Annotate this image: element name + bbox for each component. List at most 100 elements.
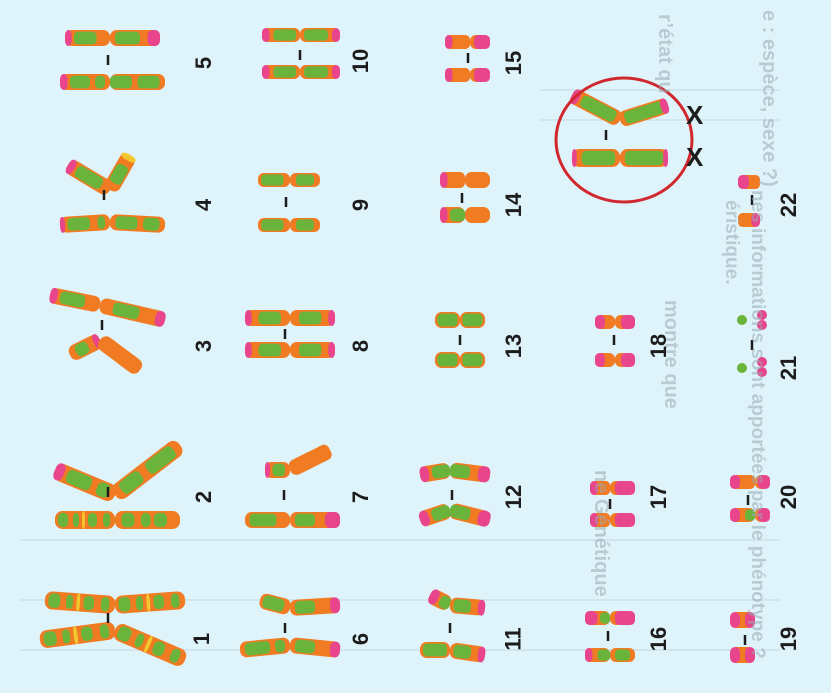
chromosome-label-18: 18 (646, 333, 672, 359)
chromatid (258, 173, 290, 187)
sex-chromosome-label-x2: X (686, 142, 704, 172)
chromatid (435, 352, 460, 368)
chromatid-band (328, 342, 335, 358)
chromatid-body (262, 65, 300, 79)
chromatid-band (245, 342, 252, 358)
chromatid-band (62, 629, 71, 644)
chromatid-band (147, 30, 160, 46)
chromatid-band (115, 216, 138, 230)
chromatid-band (730, 508, 740, 522)
chromatid-band (249, 513, 277, 527)
chromosome-label-9: 9 (348, 198, 374, 212)
chromatid-band (262, 65, 270, 79)
chromosome-16 (585, 611, 635, 662)
chromatid-body (113, 624, 187, 666)
chromatid-band (745, 612, 755, 628)
bleed-text-1: e : espèce, sexe ?) (758, 10, 780, 187)
chromatid-body (470, 35, 490, 49)
chromatid (610, 648, 635, 662)
chromatid-band (477, 599, 486, 616)
chromosome-8 (245, 310, 335, 358)
chromatid-band (145, 446, 176, 474)
chromosome-label-14: 14 (501, 192, 527, 218)
chromatid-body (445, 35, 470, 49)
chromatid-dot (757, 357, 767, 367)
chromatid-band (115, 31, 140, 45)
chromatid-body (610, 611, 635, 625)
chromosome-label-3: 3 (191, 339, 217, 353)
chromatid (419, 463, 451, 483)
chromatid-body (115, 511, 180, 529)
chromatid-band (730, 647, 740, 663)
chromatid-body (465, 172, 490, 188)
bleed-text-4: éristique. (721, 200, 742, 285)
chromatid (49, 287, 101, 312)
chromatid (610, 513, 635, 527)
chromatid-band (70, 75, 90, 89)
chromatid-band (144, 635, 153, 653)
chromatid-body (288, 444, 332, 475)
chromatid-band (135, 596, 144, 611)
chromatid-band (299, 343, 322, 357)
chromatid-band (440, 172, 448, 188)
chromatid (449, 462, 491, 483)
chromatid (610, 611, 635, 625)
chromatid (465, 207, 490, 223)
chromosome-label-17: 17 (646, 484, 672, 510)
chromatid-band (76, 593, 81, 612)
chromatid (288, 444, 332, 475)
chromatid-body (239, 637, 291, 658)
chromatid-band (244, 641, 271, 656)
chromatid-band (258, 343, 281, 357)
chromatid (262, 65, 300, 79)
chromatid-band (53, 463, 66, 481)
chromatid-body (755, 508, 770, 522)
chromatid-band (273, 29, 297, 41)
chromosome-label-11: 11 (500, 627, 526, 651)
chromatid-body (265, 462, 290, 478)
chromatid-band (274, 639, 286, 653)
chromatid-band (329, 597, 341, 614)
chromosome-9 (258, 173, 320, 232)
chromosome-label-5: 5 (191, 56, 217, 70)
chromatid-band (74, 341, 90, 357)
chromatid-band (462, 313, 483, 327)
chromatid-band (445, 68, 453, 82)
chromatid-body (65, 30, 110, 46)
chromatid-band (154, 512, 167, 528)
chromatid-band (595, 315, 605, 329)
chromatid-band (101, 338, 119, 357)
chromatid (755, 475, 770, 489)
chromatid-band (738, 213, 749, 227)
chromatid-band (65, 469, 93, 491)
chromatid (755, 508, 770, 522)
chromatid (65, 30, 110, 46)
chromatid (470, 68, 490, 82)
chromatid (449, 503, 491, 527)
chromatid-band (585, 611, 598, 625)
chromatid-body (112, 440, 183, 500)
chromatid-body (419, 463, 451, 483)
chromatid (53, 463, 117, 502)
chromosome-x-pair (570, 89, 670, 167)
chromatid-band (745, 509, 755, 521)
chromatid (730, 508, 755, 522)
chromatid-body (445, 68, 470, 82)
chromatid-body (245, 512, 290, 528)
chromatid (445, 35, 470, 49)
chromosome-21 (737, 310, 767, 377)
chromatid-body (110, 30, 160, 46)
chromatid-body (595, 315, 615, 329)
chromosome-label-10: 10 (348, 48, 374, 74)
chromosome-5 (60, 30, 165, 90)
chromatid-band (74, 166, 104, 189)
chromatid-body (114, 591, 186, 614)
chromatid-body (109, 214, 166, 233)
chromatid-body (585, 648, 610, 662)
chromatid (620, 149, 668, 167)
chromatid (289, 637, 341, 658)
chromatid (239, 637, 291, 658)
chromatid (44, 591, 116, 614)
chromatid-band (438, 595, 452, 610)
chromatid-body (435, 312, 460, 328)
